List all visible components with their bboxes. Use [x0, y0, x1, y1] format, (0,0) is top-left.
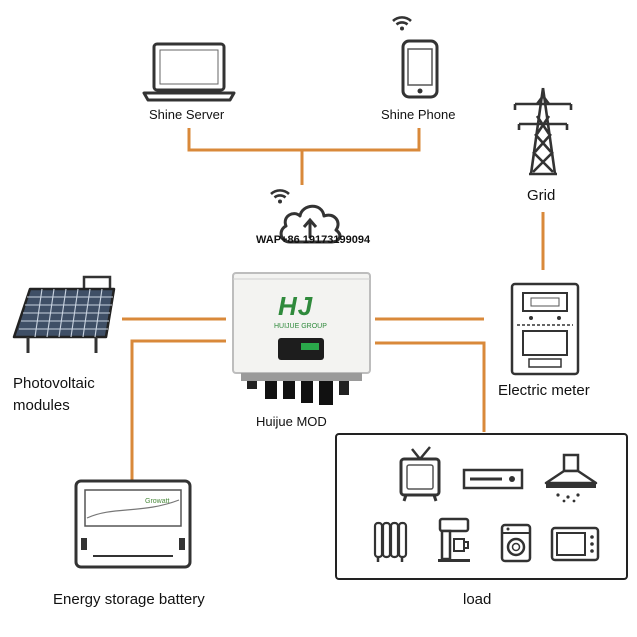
load-label: load — [463, 591, 492, 608]
grid-label: Grid — [527, 187, 556, 204]
wire-inverter-to-load — [375, 341, 486, 432]
pv-modules-label: Photovoltaic modules — [13, 375, 95, 414]
coffee-machine-icon — [434, 517, 474, 563]
cloud-upload-icon — [276, 198, 344, 244]
oil-heater-icon — [372, 517, 408, 563]
inverter-label: Huijue MOD — [256, 414, 327, 429]
phone-icon — [400, 38, 440, 100]
range-hood-icon — [542, 453, 600, 503]
av-receiver-icon — [462, 468, 524, 490]
electric-meter-icon — [509, 281, 581, 377]
load-box — [335, 433, 628, 580]
wifi-icon — [269, 186, 291, 204]
inverter-device: HJ HUIJUE GROUP — [231, 271, 372, 407]
shine-phone-label: Shine Phone — [381, 107, 456, 122]
battery-label: Energy storage battery — [53, 591, 205, 608]
wire-server-phone-bus — [187, 128, 421, 152]
transmission-tower-icon — [509, 86, 577, 178]
inverter-logo: HJ — [278, 291, 314, 321]
wap-label: WAP+86 19173199094 — [256, 234, 371, 246]
microwave-icon — [550, 526, 600, 562]
solar-panel-icon — [8, 275, 122, 357]
laptop-icon — [141, 41, 237, 103]
battery-brand: Growatt — [145, 498, 170, 505]
inverter-brand: HUIJUE GROUP — [274, 323, 327, 330]
battery-device: Growatt — [73, 478, 193, 570]
shine-server-label: Shine Server — [149, 107, 225, 122]
wire-battery-to-inverter — [130, 339, 226, 480]
tv-icon — [398, 445, 442, 503]
washing-machine-icon — [500, 523, 532, 563]
electric-meter-label: Electric meter — [498, 382, 590, 399]
wifi-icon — [391, 13, 413, 31]
